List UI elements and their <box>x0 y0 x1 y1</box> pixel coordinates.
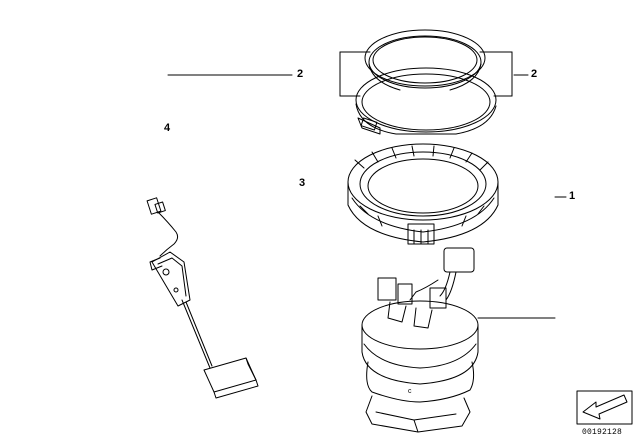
callout-4: 4 <box>164 122 171 134</box>
leader-lines <box>167 51 567 319</box>
seal-ring-icon <box>364 29 486 91</box>
document-number: 00192128 <box>582 428 623 437</box>
callout-1: 1 <box>569 190 576 202</box>
orientation-arrow-icon <box>576 390 633 425</box>
clamp-ring-icon <box>355 67 497 135</box>
fuel-pump-unit-icon: c <box>361 247 479 433</box>
lock-ring-icon <box>347 143 499 245</box>
callout-3: 3 <box>299 177 306 189</box>
callout-2-left: 2 <box>297 68 304 80</box>
callout-2-right: 2 <box>531 68 538 80</box>
svg-text:c: c <box>408 388 412 395</box>
level-sensor-icon <box>146 197 259 399</box>
